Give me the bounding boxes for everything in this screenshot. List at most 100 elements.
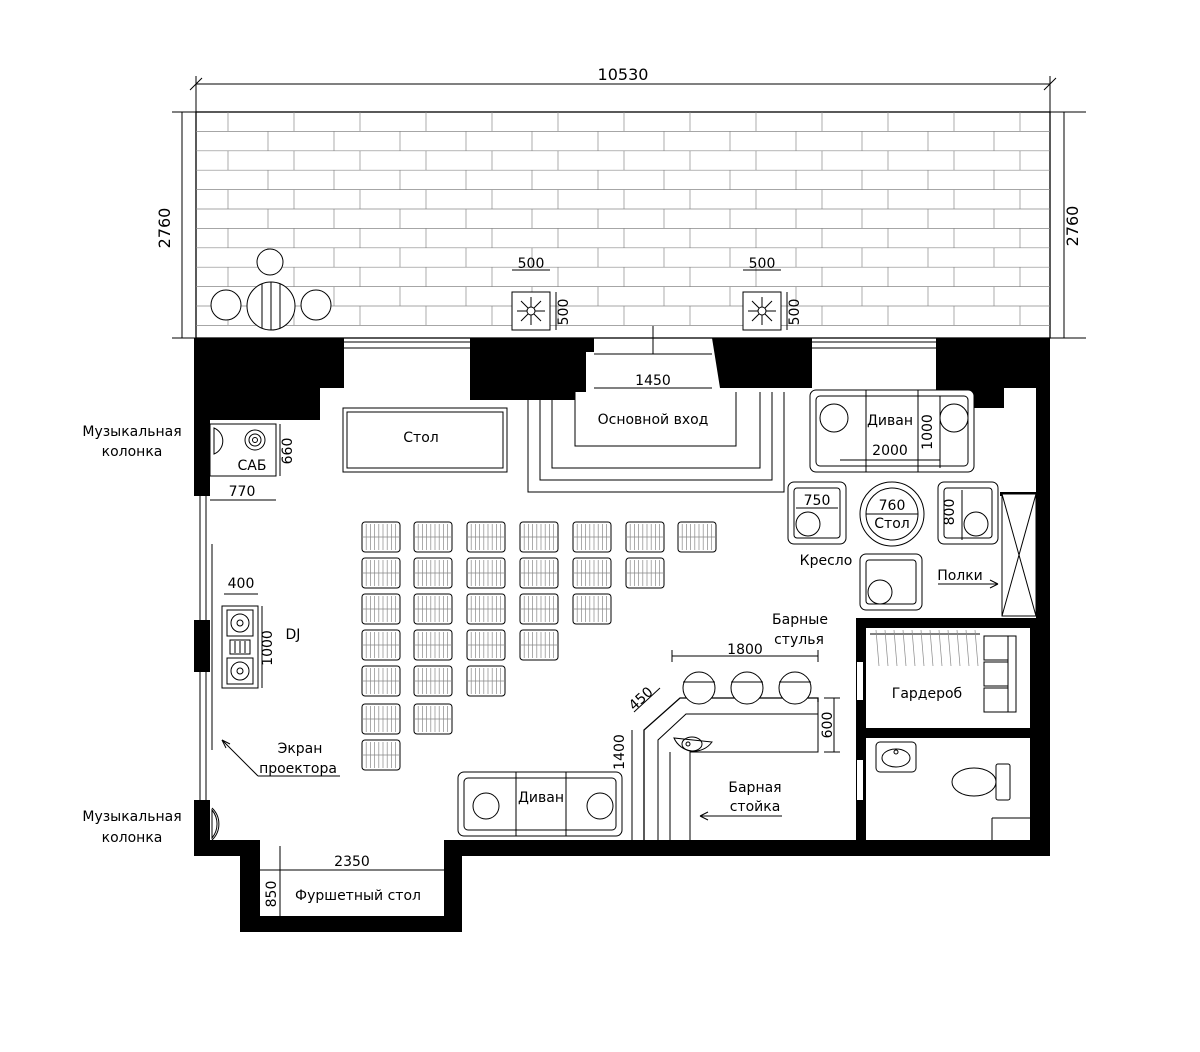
shelves: Полки: [937, 493, 1037, 617]
plant-1: 500 500: [511, 256, 572, 331]
chair-icon: [256, 248, 284, 276]
sab-label: САБ: [238, 458, 267, 474]
dim-buffet-d: 850: [264, 881, 280, 908]
dim-plant1-w: 500: [518, 256, 545, 272]
bar-stools-label-2: стулья: [774, 632, 824, 648]
projector-screen-label-1: Экран: [278, 741, 323, 757]
round-table-label: Стол: [874, 516, 909, 532]
sab-unit: САБ 660 770: [209, 423, 296, 501]
sink-icon: [875, 741, 917, 773]
chair-icon: [519, 521, 559, 553]
dimension-terrace-left: 2760: [155, 111, 196, 339]
dim-plant2-h: 500: [787, 299, 803, 326]
speaker-icon: [213, 427, 224, 455]
sofa-bottom-label: Диван: [518, 790, 564, 806]
dj-console: 400 1000 DJ: [221, 576, 301, 689]
armchair-icon: [795, 511, 821, 537]
chair-icon: [466, 665, 506, 697]
dim-sofa-top-w: 2000: [872, 443, 908, 459]
chair-icon: [361, 593, 401, 625]
chair-icon: [466, 557, 506, 589]
dim-terrace-right: 2760: [1063, 206, 1082, 247]
chair-icon: [572, 557, 612, 589]
dimension-terrace-right: 2760: [1050, 111, 1086, 339]
chair-icon: [677, 521, 717, 553]
bar-stool-icon: [682, 671, 812, 705]
shelves-label: Полки: [937, 568, 983, 584]
chair-icon: [361, 665, 401, 697]
dim-sab-w: 770: [229, 484, 256, 500]
dim-bar-depth: 600: [820, 712, 836, 739]
dim-bar-diag: 450: [626, 684, 657, 714]
table-top-label: Стол: [403, 430, 438, 446]
dim-sofa-top-d: 1000: [920, 414, 936, 450]
chair-icon: [361, 557, 401, 589]
chair-icon: [413, 665, 453, 697]
speaker-icon: [244, 429, 266, 451]
armchair-label: Кресло: [800, 553, 853, 569]
dim-armchair: 750: [804, 493, 831, 509]
dim-total-width: 10530: [598, 65, 649, 84]
dim-dj-h: 1000: [260, 630, 276, 666]
chair-icon: [361, 521, 401, 553]
wardrobe: Гардероб: [870, 629, 1017, 713]
chair-icon: [210, 289, 242, 321]
chair-icon: [519, 593, 559, 625]
chair-icon: [361, 739, 401, 771]
dim-sab-h: 660: [280, 438, 296, 465]
chair-icon: [625, 557, 665, 589]
sofa-top: Диван 2000 1000: [809, 389, 975, 473]
armchair-icon: [867, 579, 893, 605]
main-entrance: 1450 Основной вход: [527, 326, 785, 493]
chair-icon: [466, 629, 506, 661]
dim-bar-stools: 1800: [727, 642, 763, 658]
chair-icon: [413, 703, 453, 735]
wardrobe-hangers: [875, 629, 979, 667]
dim-entrance: 1450: [635, 373, 671, 389]
dim-dj-w: 400: [228, 576, 255, 592]
chair-icon: [413, 629, 453, 661]
buffet-table: 2350 850 Фуршетный стол: [260, 846, 444, 916]
dim-terrace-left: 2760: [155, 208, 174, 249]
dj-label: DJ: [286, 627, 301, 643]
sink-icon: [673, 736, 713, 752]
sofa-top-label: Диван: [867, 413, 913, 429]
projector-screen-label-2: проектора: [259, 761, 337, 777]
dim-plant2-w: 500: [749, 256, 776, 272]
chair-icon: [466, 593, 506, 625]
chair-icon: [519, 557, 559, 589]
toilet-icon: [951, 763, 1011, 801]
chair-icon: [572, 593, 612, 625]
wc: [875, 741, 1030, 840]
wardrobe-label: Гардероб: [892, 686, 962, 702]
chair-icon: [519, 629, 559, 661]
dim-bar-length: 1400: [612, 734, 628, 770]
chair-icon: [361, 703, 401, 735]
dim-chair-right: 800: [942, 499, 958, 526]
dim-round-table: 760: [879, 498, 906, 514]
main-entrance-label: Основной вход: [598, 412, 709, 428]
chair-icon: [361, 629, 401, 661]
music-speaker-bottom-label-1: Музыкальная: [82, 809, 181, 825]
bar-stools-label-1: Барные: [772, 612, 828, 628]
armchair-icon: [819, 403, 969, 433]
table-top: Стол: [342, 407, 508, 473]
bar-counter: 1800 Барные стулья 450 600 1400 Барная с…: [612, 612, 840, 840]
chair-icon: [413, 557, 453, 589]
chair-icon: [625, 521, 665, 553]
music-speaker-bottom-label-2: колонка: [102, 830, 163, 846]
bar-counter-label-1: Барная: [728, 780, 781, 796]
plant-icon: [517, 297, 545, 325]
sofa-bottom: Диван: [457, 771, 623, 837]
turntable-icon: [226, 609, 254, 685]
dimension-total-width: 10530: [189, 65, 1057, 112]
music-speaker-top-label-2: колонка: [102, 444, 163, 460]
plant-2: 500 500: [742, 256, 803, 331]
lounge-set: 750 Кресло 760 Стол 800: [787, 481, 999, 611]
buffet-label: Фуршетный стол: [295, 888, 421, 904]
chair-icon: [413, 521, 453, 553]
armchair-icon: [963, 511, 989, 537]
plant-icon: [748, 297, 776, 325]
speaker-icon: [211, 808, 218, 840]
